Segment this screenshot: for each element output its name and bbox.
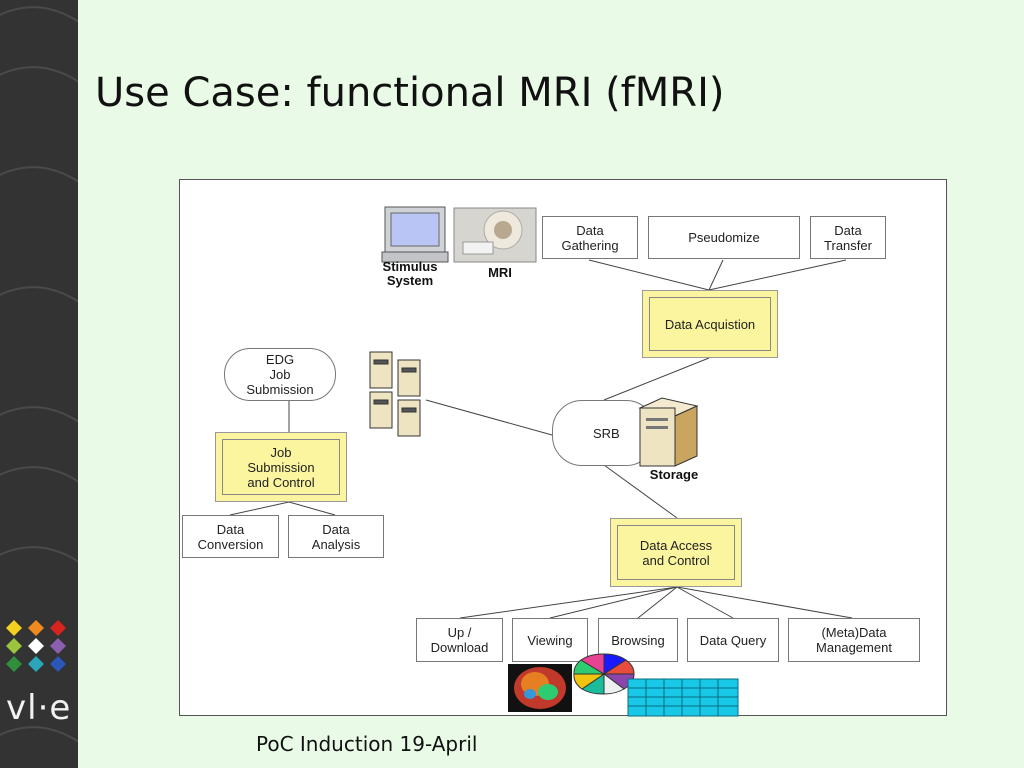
data-access-control-label: Data Access and Control [617,525,735,580]
stimulus-system-label: Stimulus System [382,259,438,288]
data-access-control-box: Data Access and Control [610,518,742,587]
storage-label: Storage [649,467,699,482]
upload-download-box: Up / Download [416,618,503,662]
data-conversion-box: Data Conversion [182,515,279,558]
connector-lines [229,259,853,619]
meta-data-management-box: (Meta)Data Management [788,618,920,662]
srb-box: SRB [552,400,656,466]
mri-label: MRI [488,265,512,280]
sidebar-swirls [0,6,78,743]
data-gathering-box: Data Gathering [542,216,638,259]
mri-scanner-icon [453,207,537,263]
pseudomize-box: Pseudomize [648,216,800,259]
data-query-box: Data Query [687,618,779,662]
data-acquisition-label: Data Acquistion [649,297,771,351]
brain-scan-icon [508,664,572,712]
monitor-icon [381,206,449,263]
data-acquisition-box: Data Acquistion [642,290,778,358]
edg-job-submission-box: EDG Job Submission [224,348,336,401]
sidebar-strip: vl·e [0,0,78,768]
diagram-panel: Stimulus System MRI Data Gathering Pseud… [179,179,947,717]
pie-chart-icon [573,653,635,695]
job-submission-control-box: Job Submission and Control [215,432,347,502]
storage-server-icon [638,397,699,467]
viewing-box: Viewing [512,618,588,662]
vle-logo-text: vl·e [6,688,72,728]
data-analysis-box: Data Analysis [288,515,384,558]
job-submission-control-label: Job Submission and Control [222,439,340,495]
slide-footer: PoC Induction 19-April [256,732,478,756]
spreadsheet-icon [627,678,739,717]
vle-logo-icon [6,620,66,672]
server-cluster-icon [369,351,421,437]
browsing-box: Browsing [598,618,678,662]
slide-title: Use Case: functional MRI (fMRI) [95,70,725,116]
data-transfer-box: Data Transfer [810,216,886,259]
